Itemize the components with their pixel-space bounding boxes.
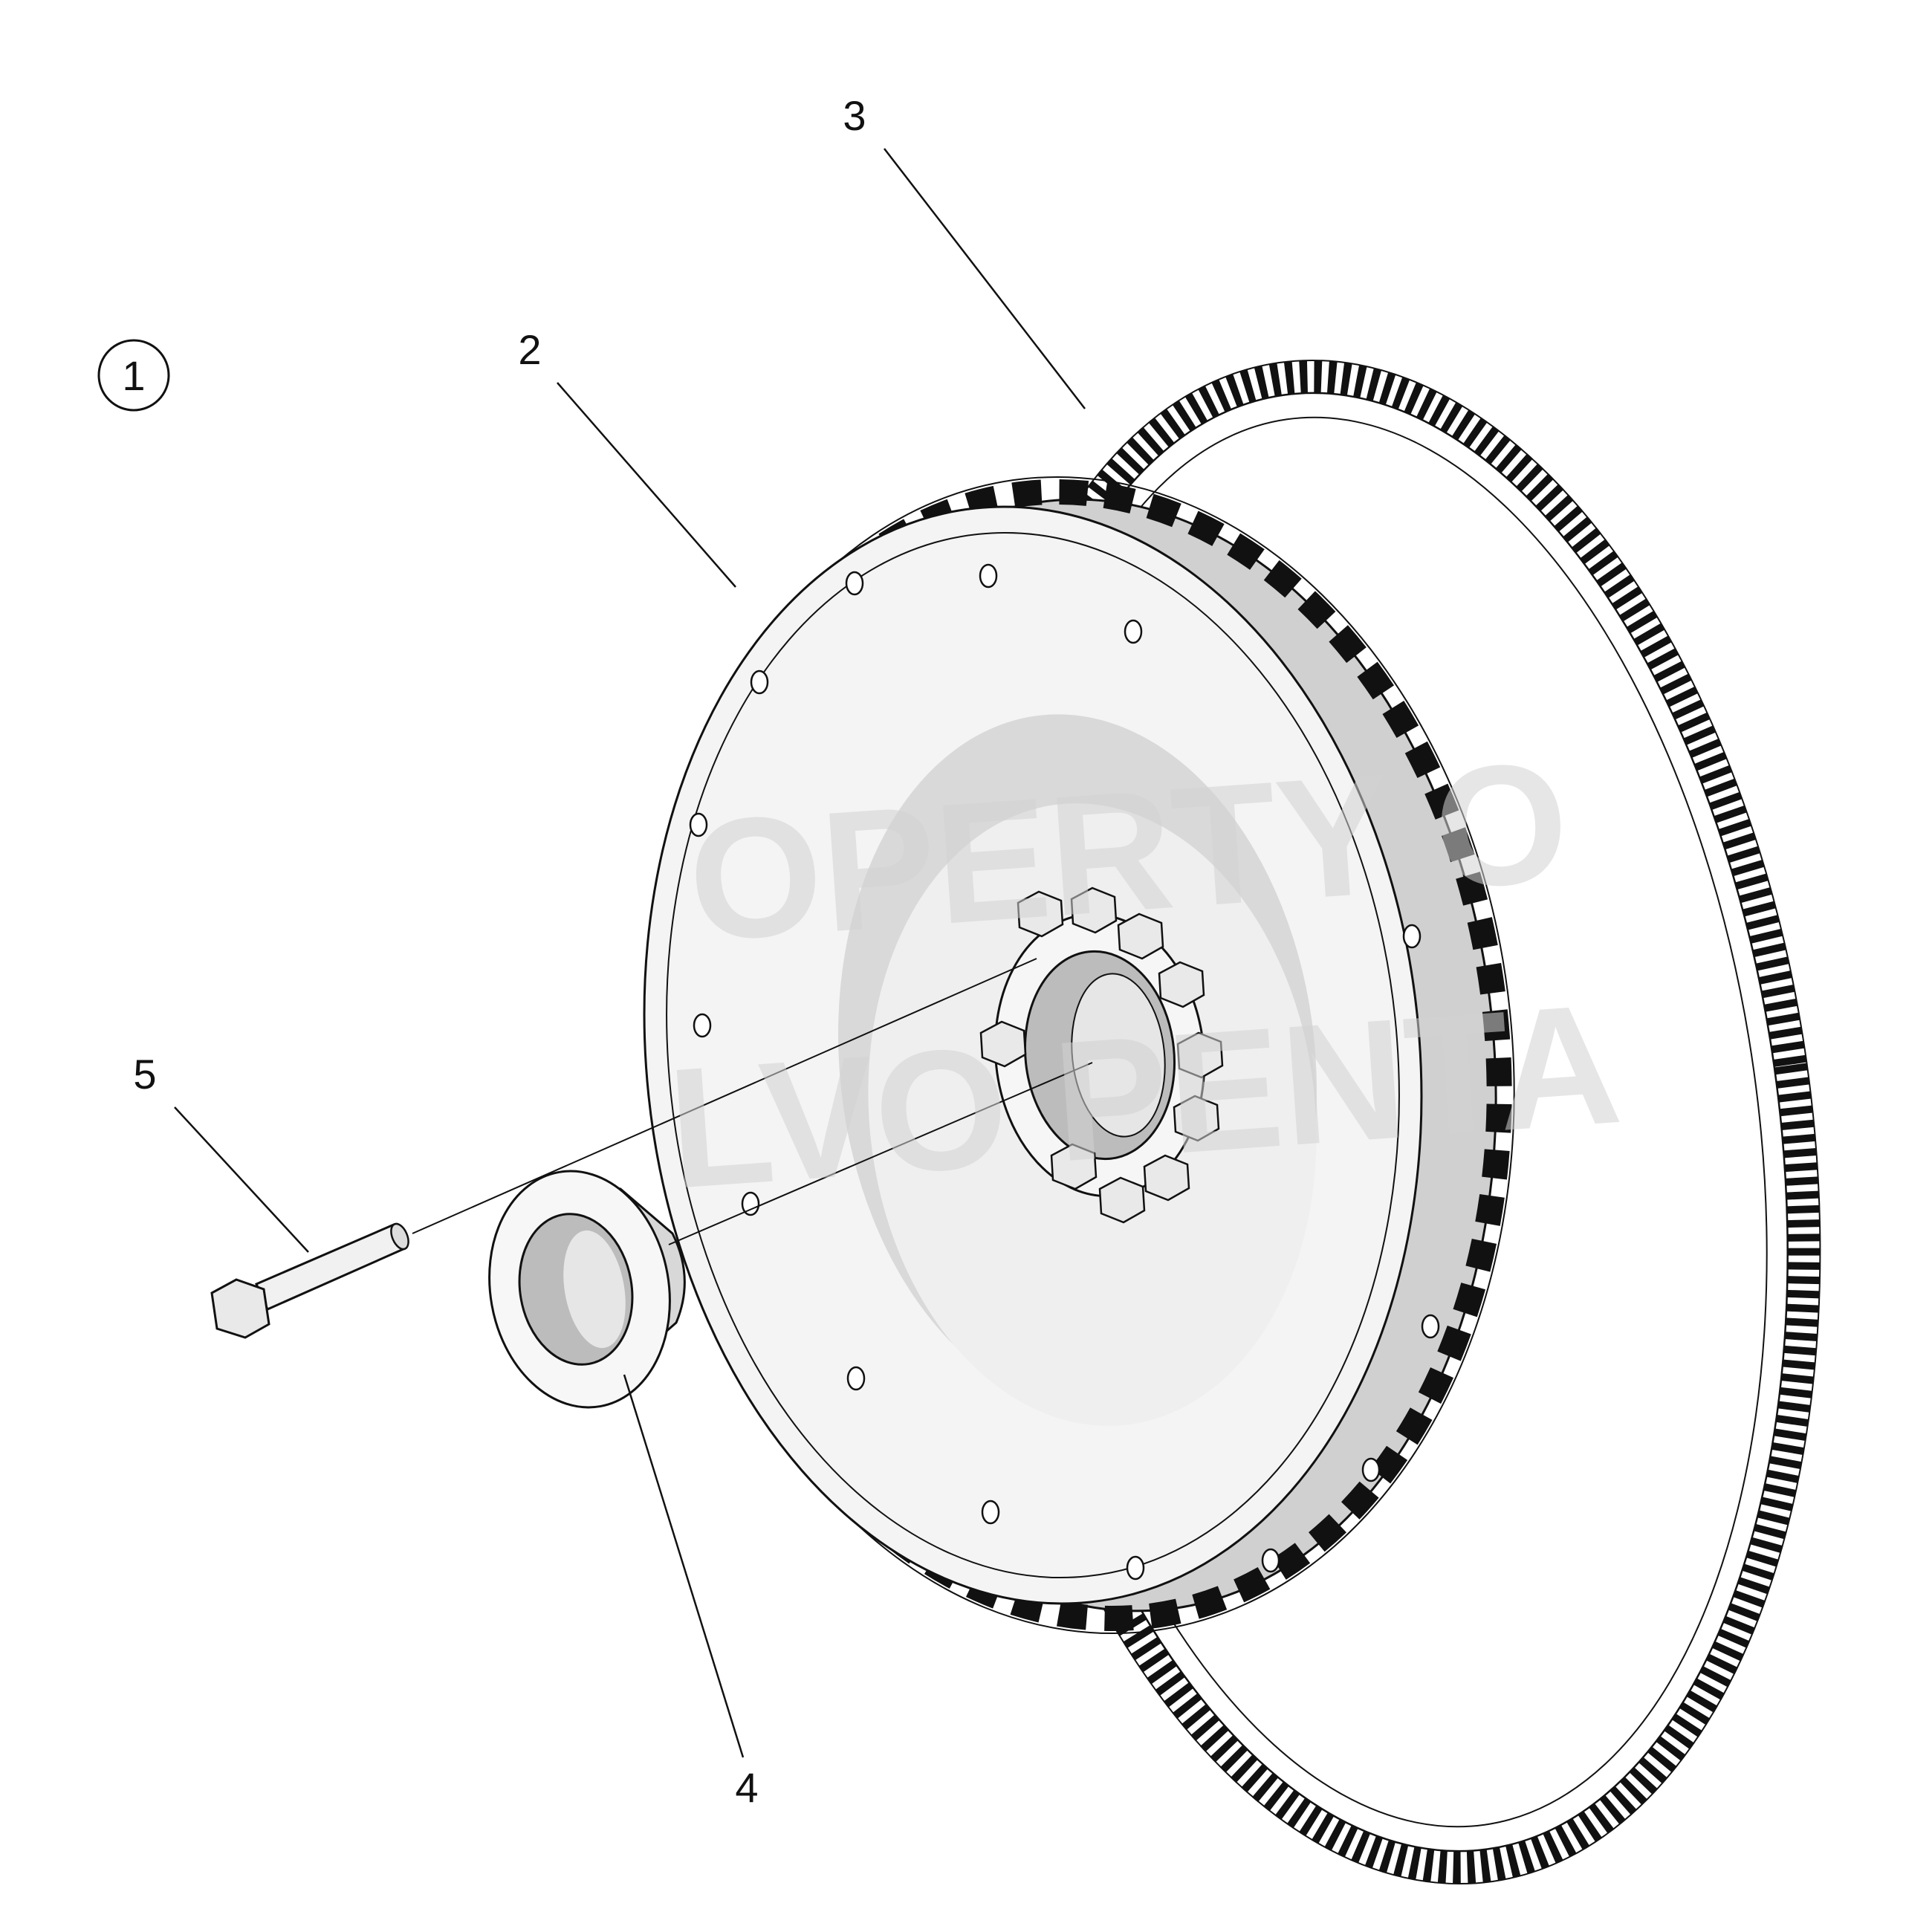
callout-label-2: 2 [518, 326, 541, 373]
spacer-bushing [488, 1170, 686, 1409]
callout-label-3: 3 [843, 92, 866, 139]
leader-line-5 [174, 1106, 309, 1253]
assembly-lines [412, 958, 1093, 1245]
leader-line-4 [623, 1374, 745, 1758]
leader-lines [174, 148, 1086, 1758]
leader-line-2 [557, 382, 736, 588]
callout-label-5: 5 [133, 1051, 156, 1098]
bolt [210, 1222, 409, 1339]
leader-line-3 [884, 148, 1086, 409]
view-marker: 1 [97, 339, 170, 412]
view-marker-label: 1 [122, 352, 145, 399]
callout-label-4: 4 [735, 1764, 758, 1811]
hub-bolts [979, 886, 1224, 1224]
flywheel [643, 476, 1515, 1635]
flywheel-bolt-holes [689, 563, 1440, 1581]
view-marker-circle [97, 339, 170, 412]
